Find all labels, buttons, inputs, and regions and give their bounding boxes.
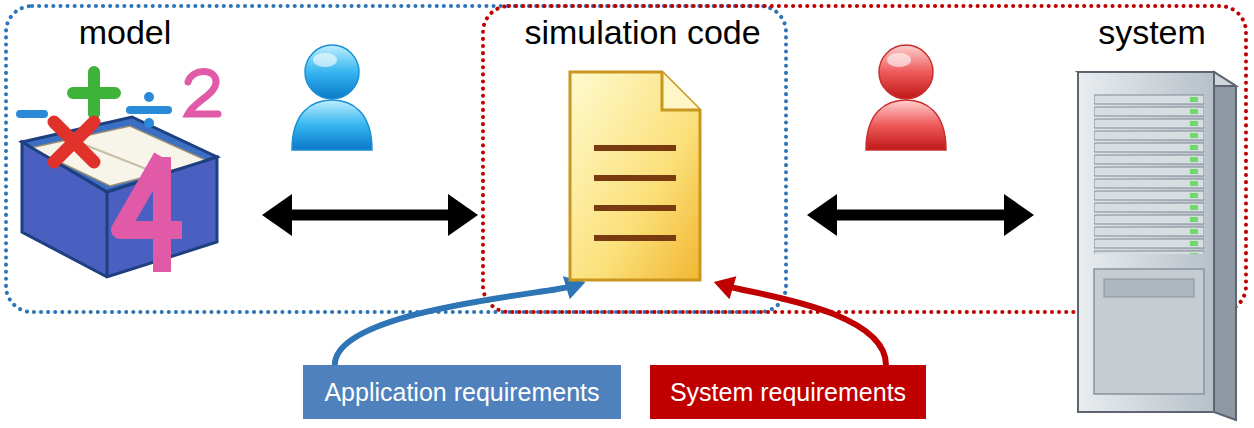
admin-icon <box>866 45 946 150</box>
system-node: system <box>1062 10 1242 420</box>
arrow-shaft <box>833 210 1008 221</box>
math-book-icon <box>12 62 227 282</box>
connector-arrow <box>807 194 1034 236</box>
arrow-shaft <box>335 287 570 365</box>
requirement-label: System requirements <box>670 377 906 407</box>
component-label: system <box>1062 10 1242 54</box>
component-label: model <box>10 10 240 54</box>
arrow-shaft <box>288 210 452 221</box>
arrow-shaft <box>729 287 886 365</box>
model-node: model <box>10 10 240 280</box>
requirement-box: Application requirements <box>303 365 621 419</box>
connector-arrow <box>335 276 586 365</box>
arrow-head <box>807 194 837 236</box>
developer-icon <box>292 45 372 150</box>
application-region <box>6 6 786 312</box>
requirement-box: System requirements <box>650 365 926 419</box>
server-icon <box>1074 64 1239 426</box>
connector-arrow <box>262 194 478 236</box>
arrow-head <box>448 194 478 236</box>
arrow-head <box>1004 194 1034 236</box>
arrow-head <box>262 194 292 236</box>
requirement-label: Application requirements <box>324 377 599 407</box>
connector-arrow <box>714 276 886 365</box>
code-node: simulation code <box>500 10 785 280</box>
document-icon <box>566 68 706 290</box>
arrow-head <box>714 276 737 299</box>
component-label: simulation code <box>500 10 785 54</box>
